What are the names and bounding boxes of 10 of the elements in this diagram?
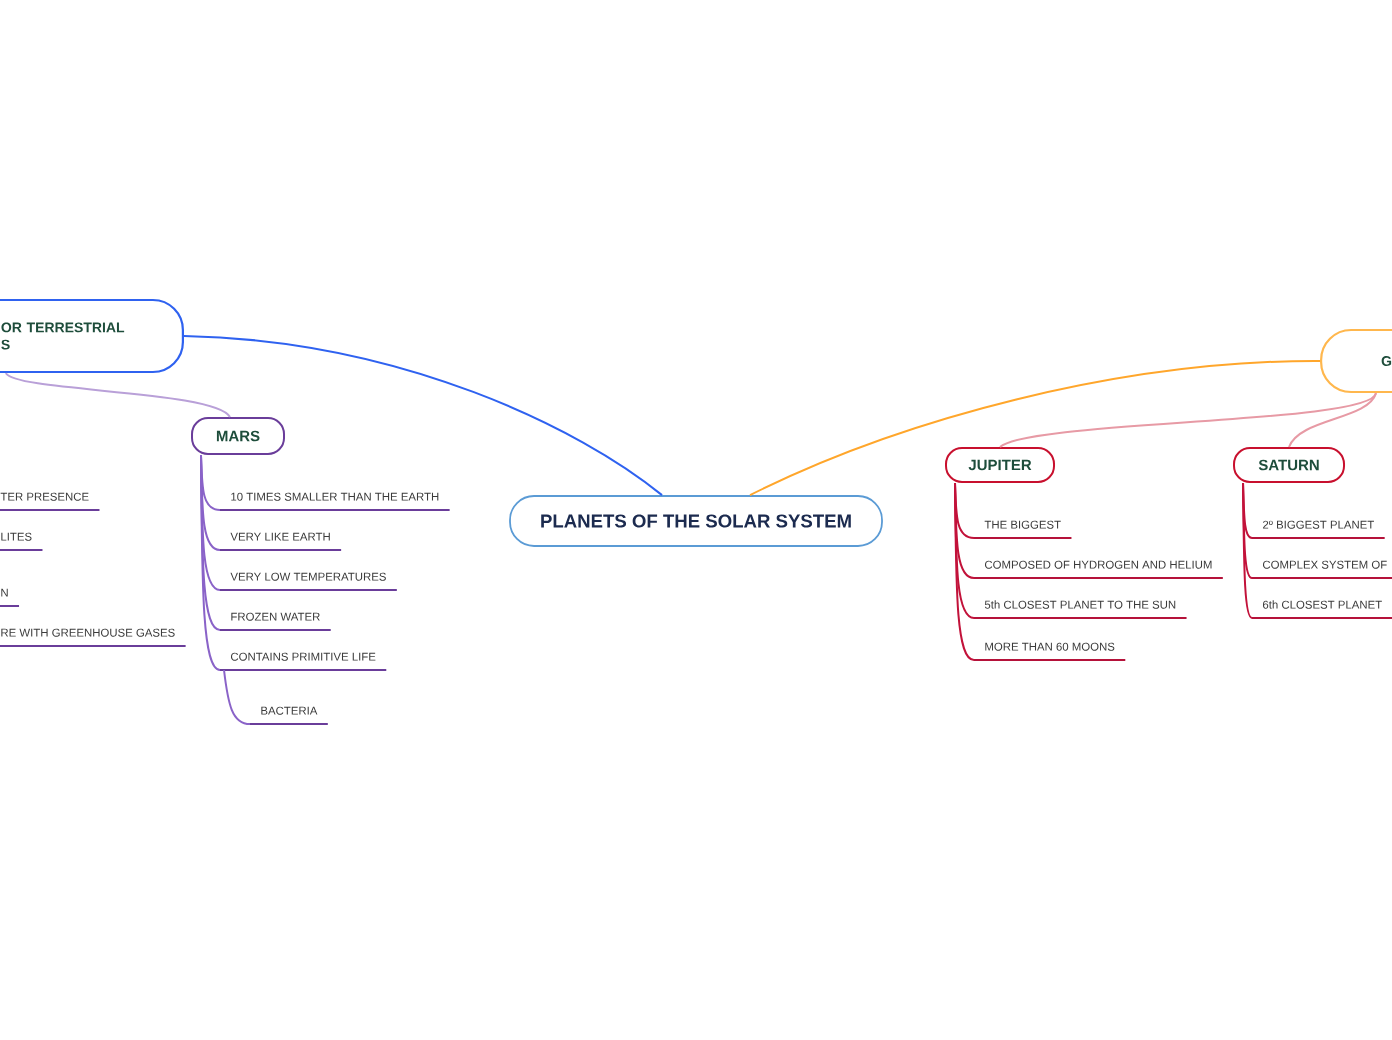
central-topic-box: PLANETS OF THE SOLAR SYSTEM: [509, 495, 883, 547]
connector-line: [1242, 482, 1253, 619]
connector-line: [223, 669, 251, 725]
connector-line: [999, 392, 1377, 448]
connector-line: [183, 335, 663, 497]
connector-line: [1288, 392, 1377, 448]
connector-line: [954, 482, 975, 661]
connector-line: [4, 372, 231, 418]
connector-line: [749, 360, 1321, 497]
connector-line: [200, 454, 221, 671]
